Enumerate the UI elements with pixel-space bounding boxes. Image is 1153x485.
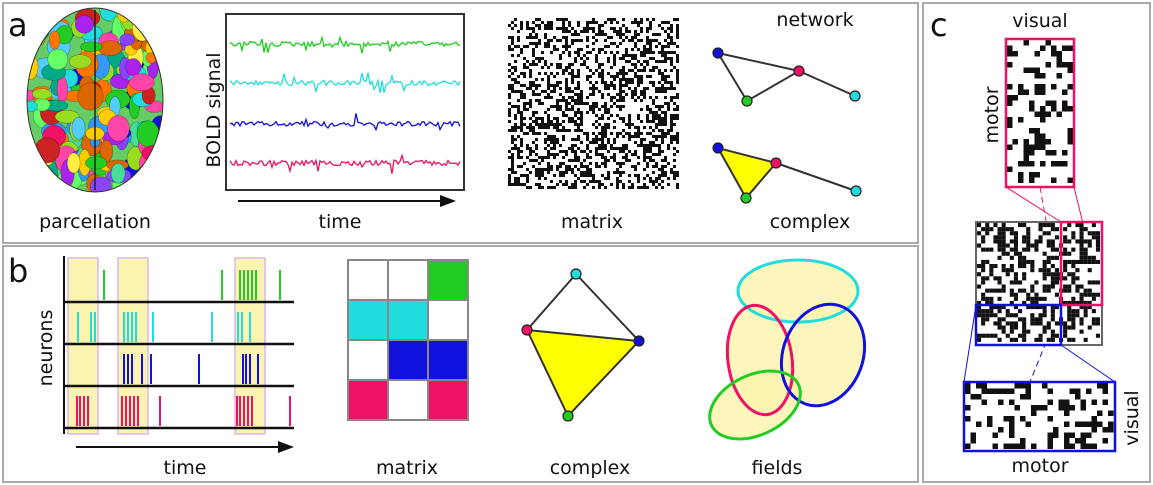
bold-traces	[229, 35, 461, 174]
panel-b-letter: b	[8, 252, 28, 290]
motor-visual-submatrix-bottom	[965, 383, 1114, 450]
fields-label: fields	[752, 457, 803, 479]
raster-plot	[63, 256, 294, 435]
panel-a-letter: a	[8, 6, 28, 44]
complex-label-b: complex	[550, 457, 631, 479]
binary-matrix-b	[347, 259, 469, 421]
receptive-fields	[708, 258, 867, 441]
panel-a-frame	[2, 2, 919, 244]
motor-label-top: motor	[981, 86, 1003, 143]
matrix-label-a: matrix	[561, 211, 623, 233]
time-arrowhead-a	[440, 195, 456, 207]
bold-signal-label: BOLD signal	[203, 52, 225, 167]
zoom-line-top-left	[1005, 186, 1062, 223]
zoom-line-bottom-left	[963, 304, 977, 383]
binary-matrix-a	[508, 18, 680, 190]
visual-label-top: visual	[1012, 10, 1067, 32]
complex-label-a: complex	[770, 211, 851, 233]
time-label-b: time	[164, 457, 207, 479]
matrix-label-b: matrix	[376, 457, 438, 479]
visual-motor-submatrix-top	[1007, 40, 1073, 186]
neurons-label: neurons	[35, 310, 57, 387]
simplicial-complex-a	[712, 142, 862, 204]
brain-parcellation-image	[26, 7, 164, 193]
simplicial-complex-b	[521, 268, 645, 422]
time-label-a: time	[319, 211, 362, 233]
network-graph	[712, 47, 861, 107]
visual-motor-highlight	[1059, 220, 1104, 307]
parcellation-label: parcellation	[39, 211, 151, 233]
motor-label-bottom: motor	[1011, 455, 1068, 477]
time-arrowhead-b	[278, 441, 294, 453]
network-label: network	[776, 9, 853, 31]
full-correlation-matrix	[977, 223, 1101, 344]
motor-visual-highlight	[974, 303, 1063, 347]
panel-c-letter: c	[930, 6, 948, 44]
panel-c-frame	[922, 2, 1151, 483]
bottom-submatrix-frame	[962, 380, 1117, 453]
panel-b-frame	[2, 245, 919, 483]
visual-label-bottom: visual	[1121, 390, 1143, 445]
zoom-line-bottom-right	[1060, 344, 1116, 383]
